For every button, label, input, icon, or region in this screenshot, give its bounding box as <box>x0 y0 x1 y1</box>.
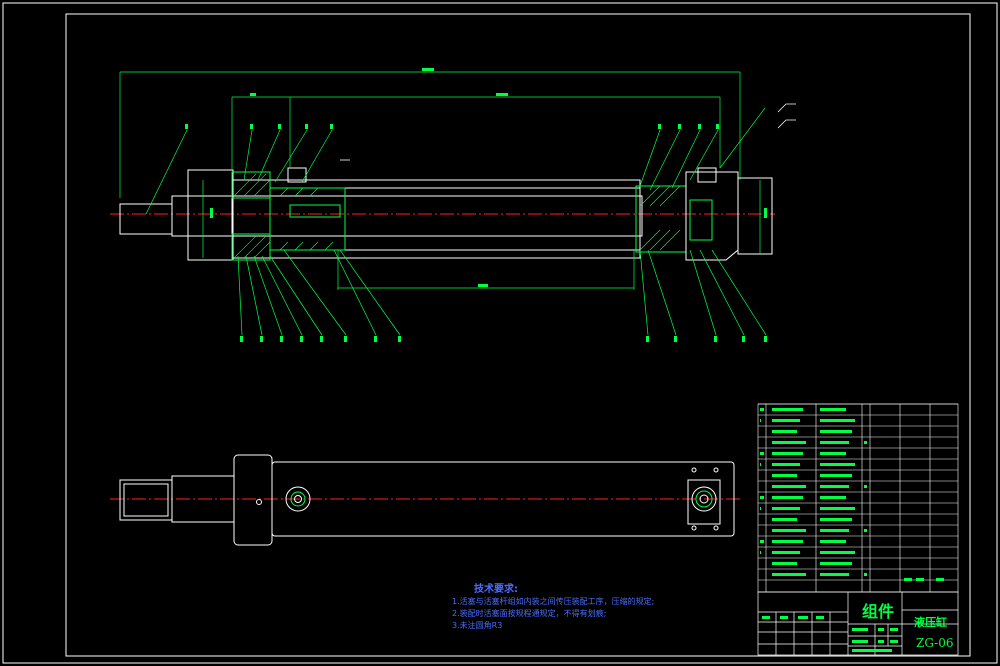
parts-list-cell-mark <box>820 474 852 477</box>
parts-list-cell-mark <box>772 551 800 554</box>
top-small-hole <box>256 499 262 505</box>
parts-list-cell-mark <box>772 485 806 488</box>
parts-list-cell-mark <box>772 408 803 411</box>
parts-list-cell-mark <box>820 463 855 466</box>
parts-list-cell-mark <box>772 562 797 565</box>
front-gland-hatch <box>233 173 271 259</box>
cylinder-tube <box>231 179 641 259</box>
port-left-mid <box>290 491 306 507</box>
parts-list-cell-mark <box>820 496 846 499</box>
leader-lines-bottom <box>237 249 767 336</box>
port-right-mid <box>695 490 713 508</box>
parts-list-cell-mark <box>772 430 797 433</box>
parts-list-cell-mark <box>820 562 852 565</box>
parts-list-cell-mark <box>864 529 867 532</box>
parts-list-cell-mark <box>772 463 800 466</box>
parts-list-cell-mark <box>772 529 806 532</box>
inner-frame <box>65 13 971 657</box>
top-rod-end <box>119 479 173 521</box>
parts-list-cell-mark <box>760 496 764 499</box>
leader-lines-top <box>145 107 766 215</box>
parts-list-cell-mark <box>820 529 849 532</box>
parts-list-cell-mark <box>772 419 800 422</box>
parts-list-cell-mark <box>772 507 800 510</box>
parts-list-cell-mark <box>772 474 797 477</box>
mount-hole-2 <box>713 467 719 473</box>
parts-list-cell-mark <box>760 452 764 455</box>
parts-list-cell-mark <box>820 452 846 455</box>
parts-list-cell-mark <box>820 419 855 422</box>
title-drawing-code: ZG-06 <box>916 636 954 650</box>
rod-shaft <box>171 195 643 237</box>
parts-list-cell-mark <box>760 463 761 466</box>
parts-list-cell-mark <box>760 551 761 554</box>
parts-list-cell-mark <box>772 573 806 576</box>
technical-requirement-item: 1.活塞与活塞杆组如内装之间传压装配工序，压缩的规定; <box>452 597 655 606</box>
dimension-lines <box>119 71 761 290</box>
title-block <box>757 591 959 656</box>
parts-list-cell-mark <box>864 485 867 488</box>
guide-sleeve <box>269 187 346 251</box>
end-cap-inner <box>689 199 713 241</box>
parts-list-cell-mark <box>820 441 849 444</box>
parts-list-cell-mark <box>820 408 846 411</box>
parts-list-cell-mark <box>772 496 803 499</box>
parts-list-cell-mark <box>820 551 855 554</box>
end-mount <box>737 177 773 255</box>
rear-piston <box>635 185 687 253</box>
parts-list-cell-mark <box>820 485 849 488</box>
parts-list-cell-mark <box>820 430 852 433</box>
parts-list-rows <box>758 403 958 581</box>
dimension-text-ticks <box>210 68 767 287</box>
title-block-cell-marks <box>762 578 944 652</box>
port-right-box <box>687 479 721 525</box>
parts-list-cell-mark <box>772 540 803 543</box>
surface-roughness-marks <box>340 103 796 161</box>
leader-numbers-bottom <box>240 336 767 342</box>
rod-end <box>119 203 173 235</box>
end-cap <box>685 171 739 261</box>
parts-list-cell-mark <box>760 419 761 422</box>
parts-list-cell-mark <box>772 518 797 521</box>
technical-requirement-item: 2.装配时活塞面按规程通规定，不得有划痕; <box>452 609 607 618</box>
port-left-inner <box>294 495 302 503</box>
parts-list-cell-mark <box>820 507 855 510</box>
leader-numbers-top <box>185 124 719 129</box>
top-front-flange <box>233 454 273 546</box>
port-right-inner <box>699 494 709 504</box>
title-part-name: 组件 <box>862 602 895 621</box>
rod-gland-outer <box>187 169 234 261</box>
top-view <box>110 454 740 546</box>
parts-list-cell-mark <box>772 452 803 455</box>
parts-list-cell-mark <box>772 441 806 444</box>
front-gland <box>231 171 271 199</box>
section-view <box>110 68 796 342</box>
technical-requirements-heading: 技术要求: <box>474 584 518 595</box>
rear-bolt <box>697 167 717 183</box>
parts-list-cell-mark <box>864 441 867 444</box>
parts-list-cell-mark <box>820 573 849 576</box>
parts-list-cell-mark <box>864 573 867 576</box>
technical-requirement-item: 3.未注圆角R3 <box>452 621 503 630</box>
guide-sleeve-hatch <box>279 187 334 251</box>
port-left-outer <box>285 486 311 512</box>
port-right-outer <box>691 486 717 512</box>
parts-list-cell-mark <box>760 540 764 543</box>
mount-hole-3 <box>691 525 697 531</box>
mount-hole-1 <box>691 467 697 473</box>
inner-bore-box <box>289 204 341 218</box>
parts-list-cell-mark <box>820 540 846 543</box>
top-cylinder-body <box>271 461 735 537</box>
top-rod-end-inner <box>123 483 169 517</box>
technical-requirements: 技术要求: 1.活塞与活塞杆组如内装之间传压装配工序，压缩的规定; 2.装配时活… <box>452 584 654 632</box>
rear-piston-hatch <box>639 185 681 251</box>
parts-list-cell-mark <box>760 507 761 510</box>
mount-hole-4 <box>713 525 719 531</box>
title-assembly-name: 液压缸 <box>914 616 947 629</box>
parts-list-cell-mark <box>820 518 852 521</box>
parts-list-cell-mark <box>760 408 764 411</box>
